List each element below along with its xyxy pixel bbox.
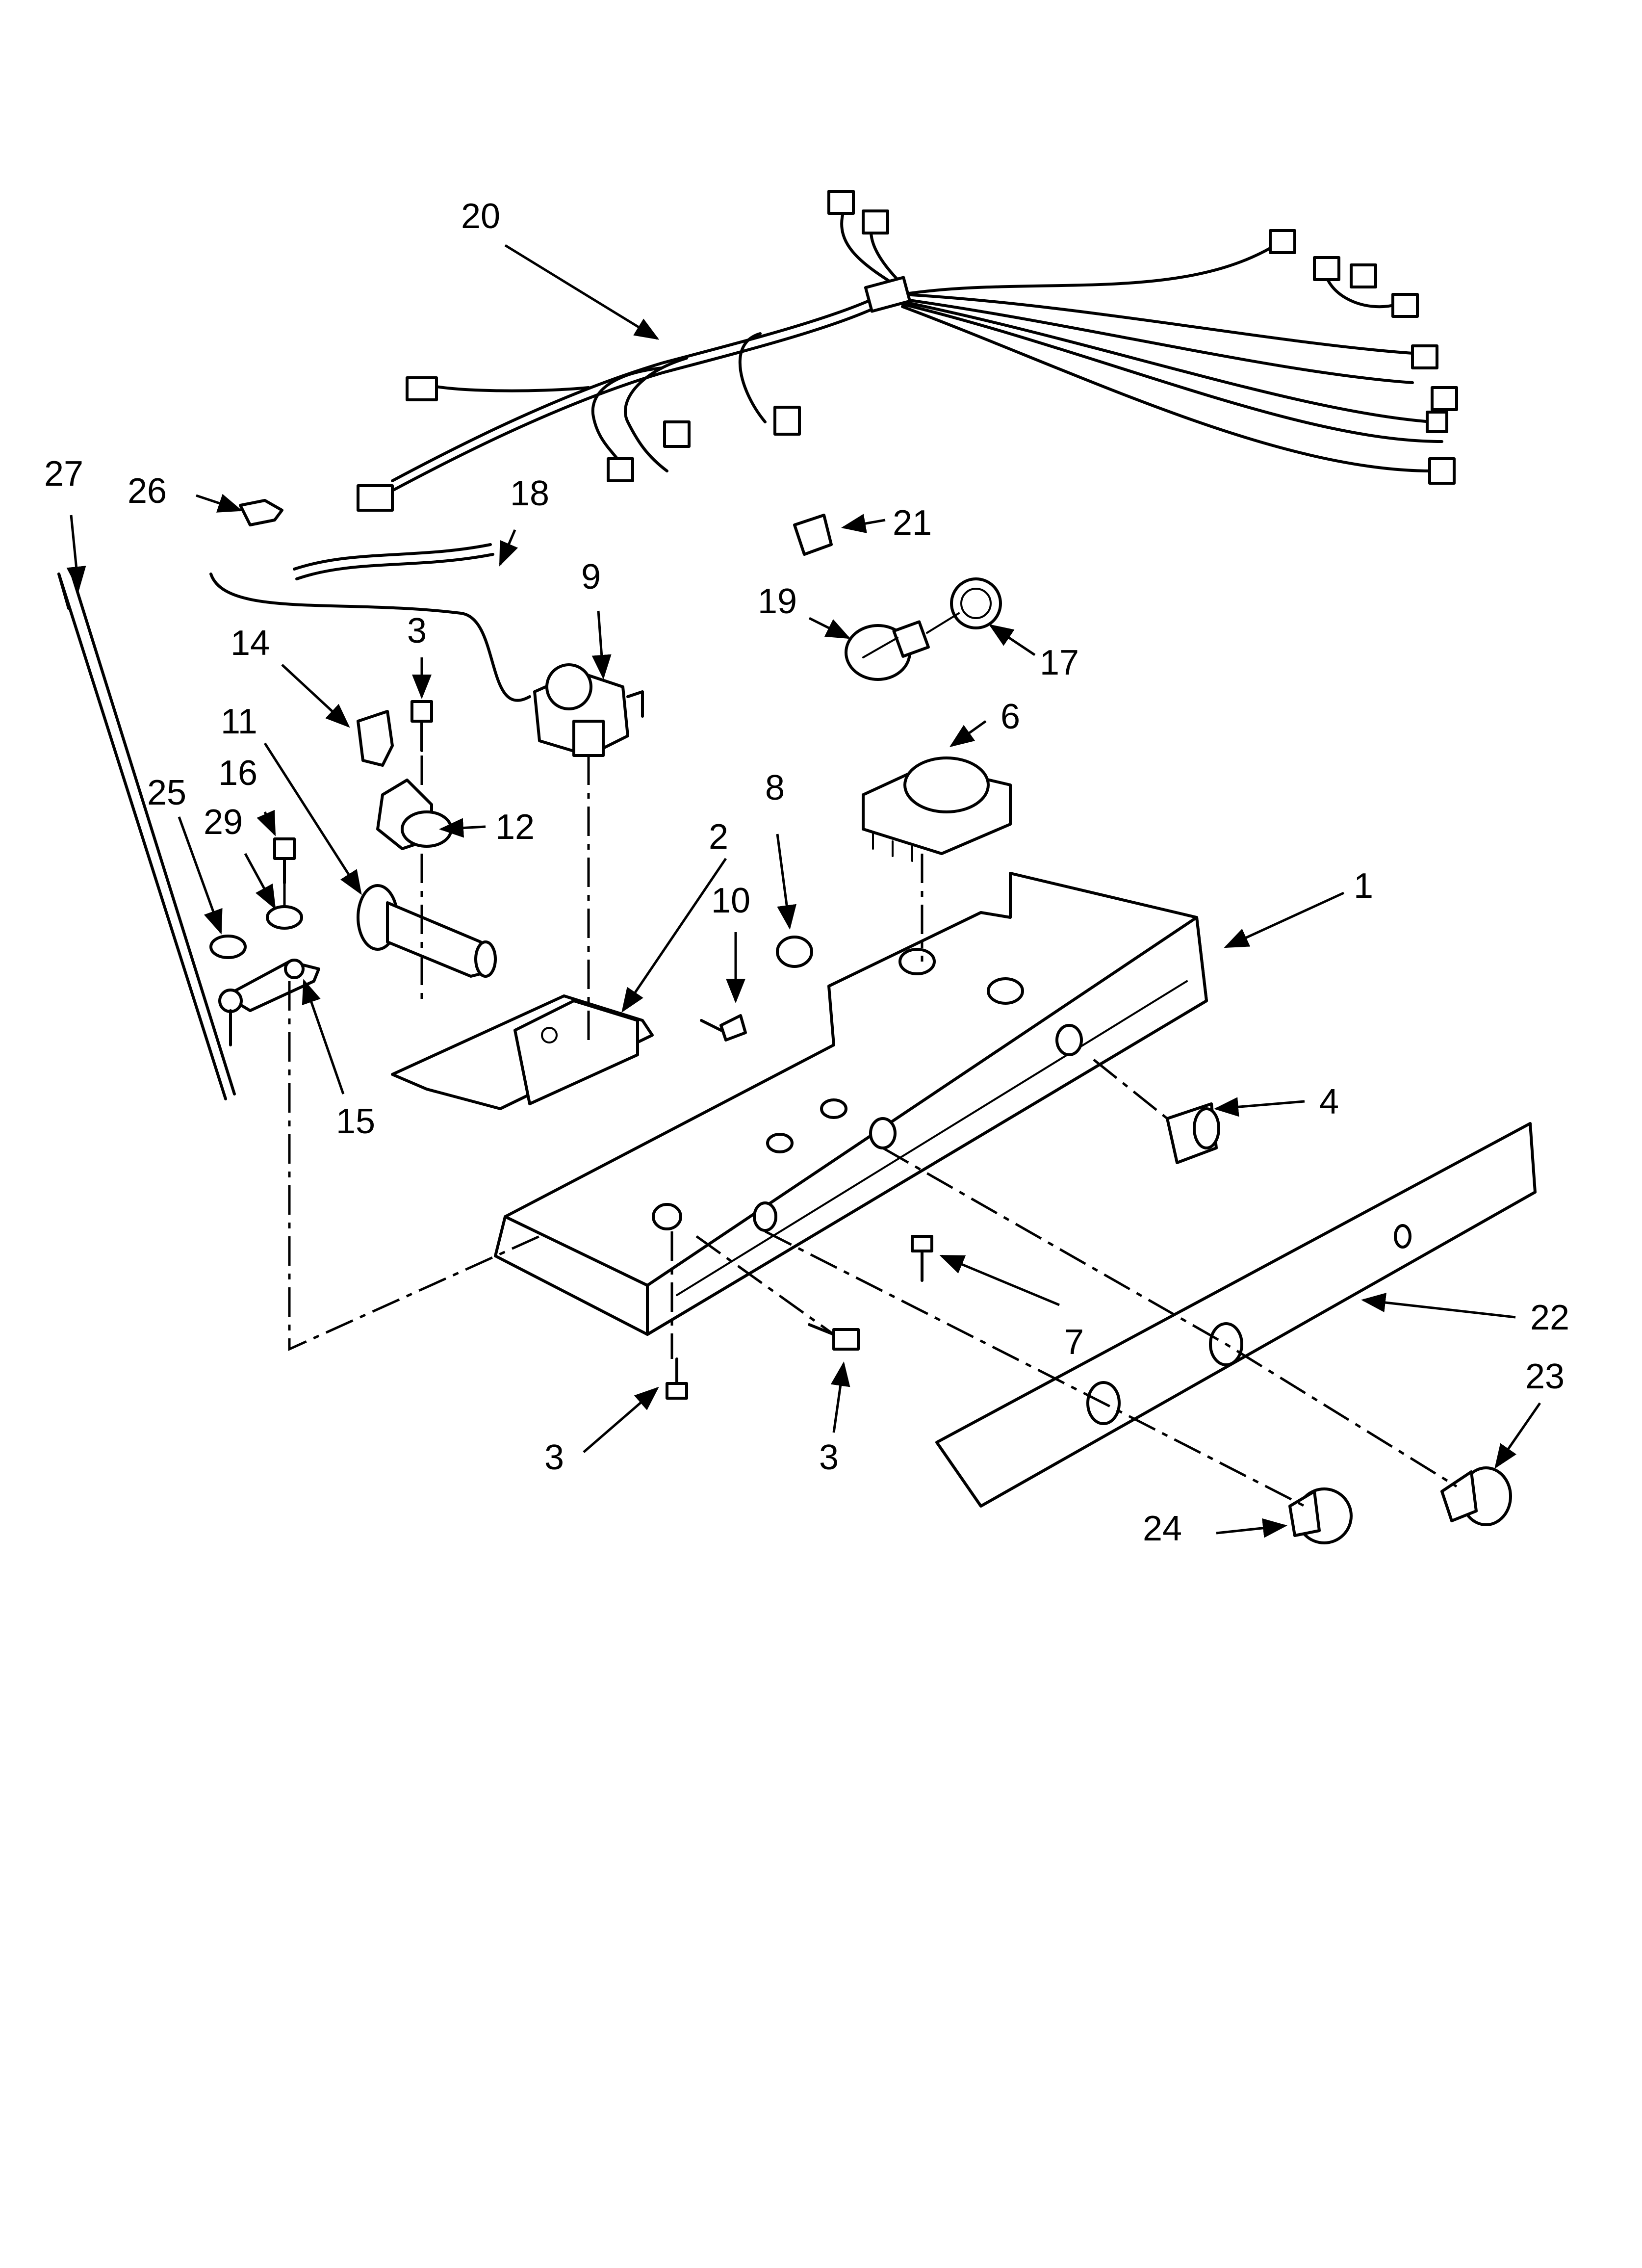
control-panel (935, 1122, 1537, 1508)
rod (57, 570, 236, 1100)
bulb (845, 620, 930, 681)
timer (862, 756, 1012, 862)
knob (1288, 1487, 1353, 1544)
rivet (776, 936, 813, 968)
wire-harness (357, 190, 1458, 512)
callout-8: 8 (765, 768, 785, 808)
callout-9: 9 (581, 557, 601, 597)
knob (1440, 1466, 1512, 1526)
callout-10: 10 (711, 881, 750, 920)
washer (266, 905, 303, 930)
callout-17: 17 (1040, 643, 1079, 682)
screw (911, 1235, 933, 1282)
tube (293, 543, 494, 580)
callout-4: 4 (1319, 1082, 1339, 1121)
callout-11: 11 (221, 702, 257, 741)
callout-25: 22 (1530, 1298, 1569, 1337)
callout-20: 20 (461, 197, 500, 236)
callout-18: 18 (510, 474, 549, 513)
shaft (357, 884, 497, 978)
switch (1166, 1102, 1220, 1164)
callout-16: 16 (218, 754, 257, 793)
callout-21: 21 (893, 503, 932, 543)
callout-23: 27 (44, 454, 83, 494)
assembly-lines (283, 756, 1458, 1508)
callout-3-upper: 3 (407, 611, 427, 651)
callout-2: 2 (709, 817, 728, 857)
callout-12: 12 (495, 808, 535, 847)
callout-24: 25 (147, 773, 186, 812)
screw (410, 700, 433, 752)
callout-3-left: 3 (544, 1438, 564, 1477)
screw (273, 837, 296, 885)
callout-1: 1 (1354, 866, 1373, 906)
callout-6: 6 (1001, 697, 1020, 736)
screw (666, 1357, 688, 1400)
washer (209, 935, 247, 959)
callout-14: 14 (231, 624, 270, 663)
callout-3-right: 3 (819, 1438, 839, 1477)
lever (218, 959, 320, 1046)
callout-26: 23 (1525, 1357, 1565, 1396)
callout-7: 7 (1064, 1323, 1084, 1362)
socket (793, 514, 833, 556)
control-bracket (391, 994, 654, 1110)
callout-15: 15 (336, 1102, 375, 1141)
clip (239, 499, 283, 526)
screw (700, 1014, 747, 1042)
control (533, 663, 644, 757)
callout-19: 19 (758, 582, 797, 621)
callout-22: 26 (128, 471, 167, 511)
callout-29: 29 (204, 803, 243, 842)
callout-27: 24 (1143, 1509, 1182, 1548)
screw (808, 1323, 860, 1351)
callouts: 20 26 27 21 18 9 19 17 6 14 3 11 16 29 2… (44, 197, 1569, 1548)
control-housing (494, 872, 1208, 1336)
bracket (357, 710, 394, 767)
clamp (376, 779, 453, 850)
leader-lines (66, 244, 1541, 1538)
bulb-socket (926, 577, 1002, 634)
